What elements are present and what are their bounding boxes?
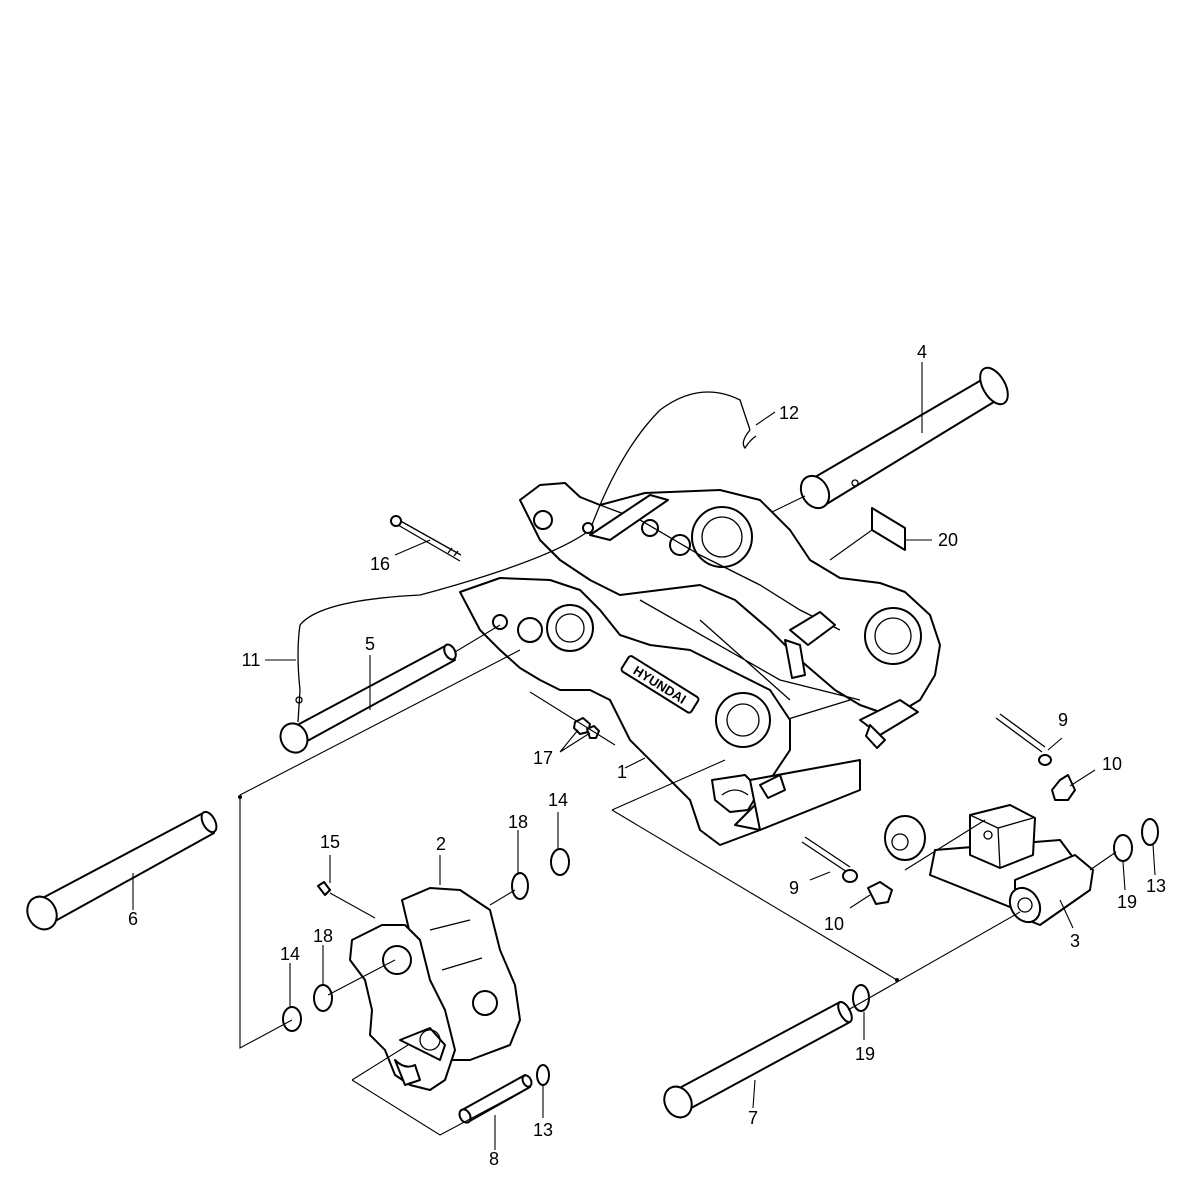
callout-labels: 1 2 3 4 5 6 7 8 9 9 10 10 11 12 13 13 14… (128, 342, 1166, 1169)
callout-6: 6 (128, 909, 138, 929)
callout-13-right: 13 (1146, 876, 1166, 896)
callout-10-lower: 10 (824, 914, 844, 934)
callout-18-left: 18 (313, 926, 333, 946)
callout-10-upper: 10 (1102, 754, 1122, 774)
pin-7 (663, 1001, 853, 1119)
locking-hook-2 (349, 887, 521, 1091)
callout-16: 16 (370, 554, 390, 574)
o-rings-and-snap-rings (282, 818, 1159, 1086)
callout-4: 4 (917, 342, 927, 362)
pin-5 (279, 643, 457, 754)
callout-17: 17 (533, 748, 553, 768)
callout-18-upper: 18 (508, 812, 528, 832)
callout-15: 15 (320, 832, 340, 852)
leader-lines (132, 362, 1156, 1150)
callout-9-upper: 9 (1058, 710, 1068, 730)
quick-coupler-frame: HYUNDAI (459, 482, 941, 846)
small-parts (295, 391, 1076, 905)
pin-4 (799, 366, 1009, 510)
callout-14-left: 14 (280, 944, 300, 964)
callout-8: 8 (489, 1149, 499, 1169)
callout-14-upper: 14 (548, 790, 568, 810)
callout-11: 11 (242, 650, 261, 670)
callout-20: 20 (938, 530, 958, 550)
callout-13-lower: 13 (533, 1120, 553, 1140)
callout-2: 2 (436, 834, 446, 854)
hydraulic-cylinder-3 (884, 804, 1094, 926)
callout-7: 7 (748, 1108, 758, 1128)
pin-6 (26, 810, 218, 931)
callout-12: 12 (779, 403, 799, 423)
callout-9-lower: 9 (789, 878, 799, 898)
callout-3: 3 (1070, 931, 1080, 951)
callout-19-right: 19 (1117, 892, 1137, 912)
callout-19-lower: 19 (855, 1044, 875, 1064)
callout-1: 1 (617, 762, 627, 782)
callout-5: 5 (365, 634, 375, 654)
